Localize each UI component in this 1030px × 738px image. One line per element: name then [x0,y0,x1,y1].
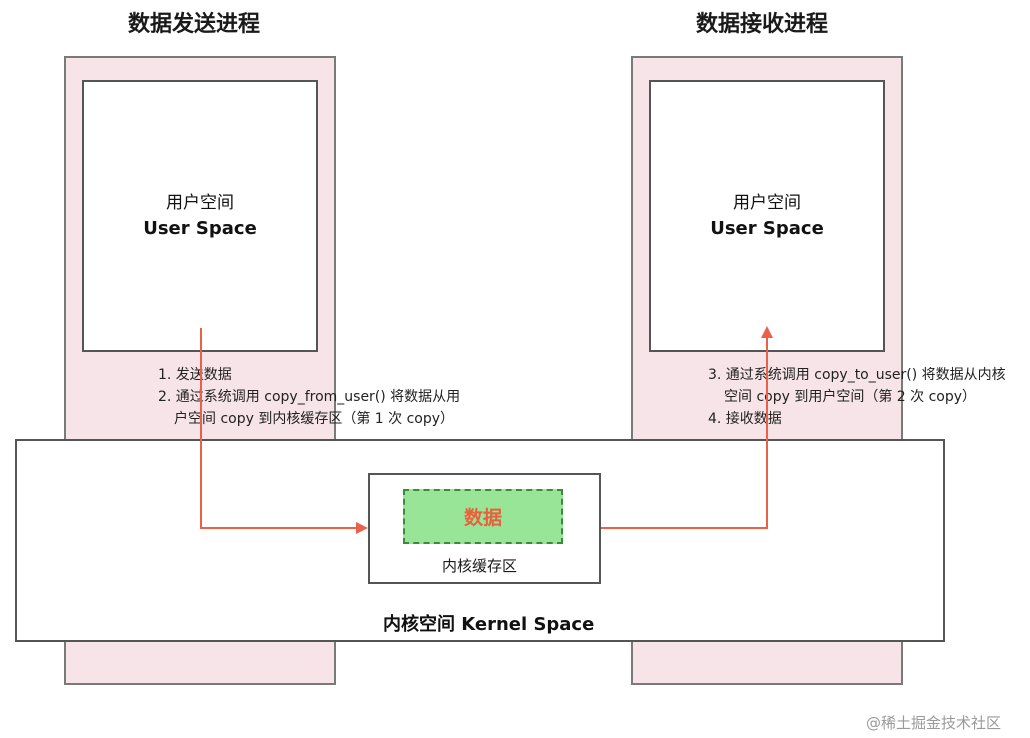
kernel-buffer-label: 内核缓存区 [442,557,518,575]
sender-user-space-label-en: User Space [143,218,257,239]
receiver-step-3: 3. 通过系统调用 copy_to_user() 将数据从内核 [708,367,1006,383]
receiver-user-space-label-en: User Space [710,218,824,239]
receiver-user-space: 用户空间 User Space [649,80,885,352]
receiver-user-space-label-zh: 用户空间 [733,193,801,213]
sender-step-1: 1. 发送数据 [158,367,232,383]
receiver-step-3-cont: 空间 copy 到用户空间（第 2 次 copy） [724,389,977,405]
watermark: @稀土掘金技术社区 [866,714,1002,732]
sender-process-title: 数据发送进程 [128,12,261,37]
sender-step-2: 2. 通过系统调用 copy_from_user() 将数据从用 [158,389,461,405]
sender-user-space-label-zh: 用户空间 [166,193,234,213]
kernel-space-label: 内核空间 Kernel Space [383,614,595,635]
sender-step-2-cont: 户空间 copy 到内核缓存区（第 1 次 copy） [174,411,455,427]
copy-to-user-arrow [601,326,773,529]
receiver-step-4: 4. 接收数据 [708,411,782,427]
copy-from-user-arrow [200,328,368,534]
receiver-process-title: 数据接收进程 [696,12,829,37]
data-block: 数据 [403,489,563,544]
sender-user-space: 用户空间 User Space [82,80,318,352]
